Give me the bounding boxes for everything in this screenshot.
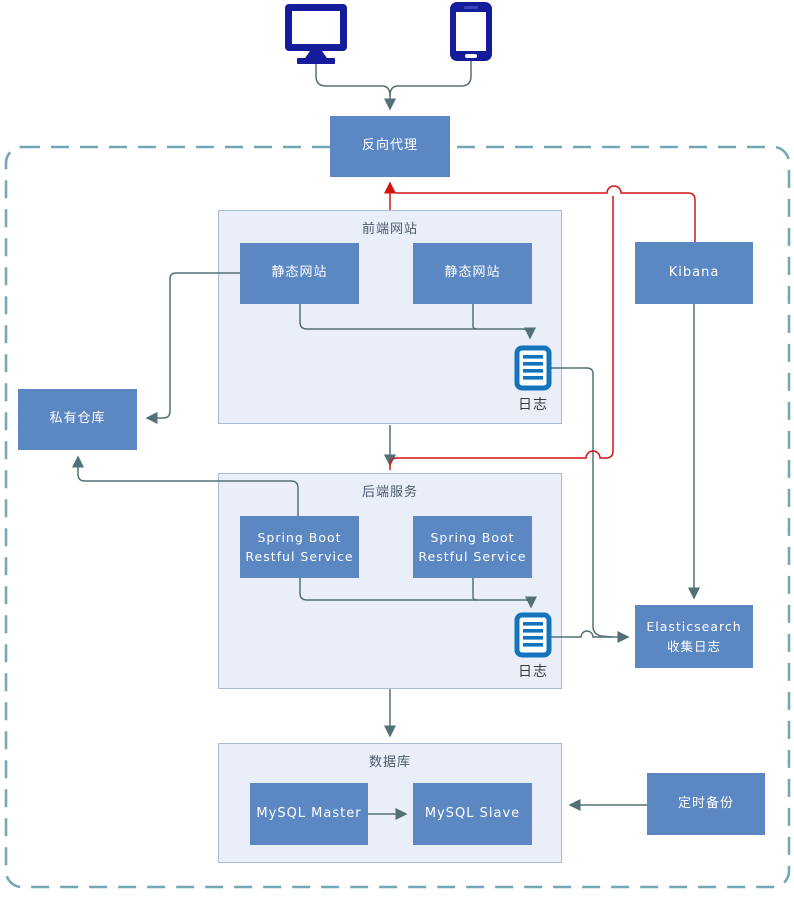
node-private-repo: 私有仓库 <box>18 389 137 450</box>
node-static-site-2-label: 静态网站 <box>444 265 501 281</box>
node-mysql-master: MySQL Master <box>250 783 368 845</box>
smartphone-icon <box>449 2 493 66</box>
node-kibana: Kibana <box>635 242 753 304</box>
node-spring-boot-2-line2: Restful Service <box>418 549 527 564</box>
node-spring-boot-1: Spring Boot Restful Service <box>240 516 359 578</box>
node-spring-boot-1-line1: Spring Boot <box>257 529 342 545</box>
connector-backend-log-to-elasticsearch <box>551 630 630 643</box>
node-mysql-master-label: MySQL Master <box>256 805 362 821</box>
node-reverse-proxy: 反向代理 <box>330 116 450 177</box>
node-elasticsearch-line1: Elasticsearch <box>646 619 742 635</box>
node-mysql-slave: MySQL Slave <box>413 783 532 845</box>
node-reverse-proxy-label: 反向代理 <box>361 138 418 154</box>
node-scheduled-backup: 定时备份 <box>647 773 765 835</box>
node-mysql-slave-label: MySQL Slave <box>424 805 521 821</box>
node-private-repo-label: 私有仓库 <box>49 411 106 427</box>
frontend-section-title: 前端网站 <box>361 222 418 237</box>
node-spring-boot-2: Spring Boot Restful Service <box>413 516 532 578</box>
node-spring-boot-2-line1: Spring Boot <box>430 529 515 545</box>
backend-section-title: 后端服务 <box>361 485 418 500</box>
backend-section: 后端服务 <box>218 473 562 689</box>
node-scheduled-backup-label: 定时备份 <box>677 795 734 811</box>
node-elasticsearch-line2: 收集日志 <box>666 638 721 654</box>
frontend-log-document-icon <box>514 345 552 395</box>
node-kibana-label: Kibana <box>668 264 720 280</box>
node-static-site-1: 静态网站 <box>240 243 359 304</box>
node-spring-boot-1-line2: Restful Service <box>245 549 354 564</box>
database-section-title: 数据库 <box>368 755 411 770</box>
backend-log-document-icon <box>514 612 552 662</box>
backend-log-label: 日志 <box>518 664 548 680</box>
desktop-monitor-icon <box>283 3 349 69</box>
connector-desktop-to-reverse-proxy <box>315 62 396 111</box>
node-elasticsearch: Elasticsearch 收集日志 <box>635 605 753 668</box>
node-static-site-1-label: 静态网站 <box>271 265 328 281</box>
node-static-site-2: 静态网站 <box>413 243 532 304</box>
frontend-log-label: 日志 <box>518 397 548 413</box>
